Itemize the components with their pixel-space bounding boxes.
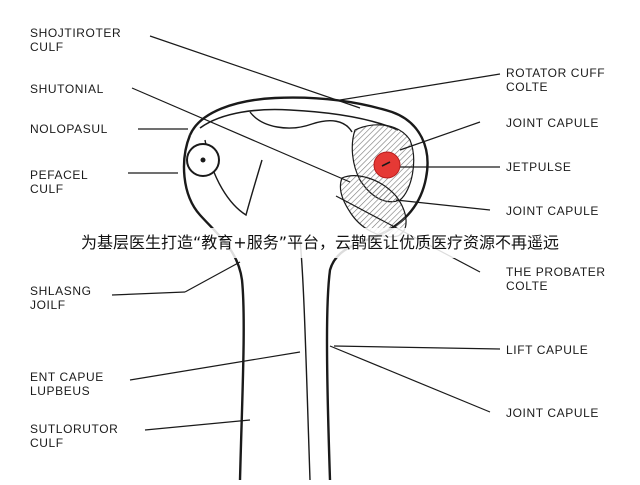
label-joint-capule-1: JOINT CAPULE — [506, 116, 599, 130]
leader-rotator-cuff — [339, 73, 501, 101]
humerus-outline — [188, 96, 429, 481]
head-inner-contour — [199, 108, 399, 131]
label-joint-capule-3: JOINT CAPULE — [506, 406, 599, 420]
leader-shutonial — [131, 87, 351, 183]
label-sutlorutor-culf: SUTLORUTOR CULF — [30, 422, 119, 450]
inner-cortex-line — [299, 239, 311, 481]
label-probater-colte: THE PROBATER COLTE — [506, 265, 606, 293]
label-shlasng-joilf: SHLASNG JOILF — [30, 284, 92, 312]
label-ent-capue: ENT CAPUE LUPBEUS — [30, 370, 104, 398]
leader-shlasng — [111, 291, 186, 296]
leader-shojtiroter — [149, 35, 361, 109]
label-shutonial: SHUTONIAL — [30, 82, 104, 96]
overlay-banner-text: 为基层医生打造“教育+服务”平台，云鹊医让优质医疗资源不再遥远 — [0, 228, 640, 258]
head-curve — [249, 111, 353, 133]
humerus-left-edge — [182, 134, 245, 481]
red-circle-marker-icon — [373, 151, 401, 179]
small-joint-dot — [200, 157, 206, 163]
label-lift-capule: LIFT CAPULE — [506, 343, 589, 357]
marker-tick — [381, 161, 391, 167]
leader-joint-capule-2 — [395, 199, 491, 211]
label-nolopasul: NOLOPASUL — [30, 122, 108, 136]
label-jetpulse: JETPULSE — [506, 160, 572, 174]
leader-ent-capue — [129, 351, 301, 381]
leader-shlasng-2 — [184, 261, 241, 293]
label-rotator-cuff: ROTATOR CUFF COLTE — [506, 66, 606, 94]
leader-joint-capule-1 — [399, 121, 481, 151]
leader-sutlorutor — [144, 419, 251, 431]
label-pefacel-culf: PEFACEL CULF — [30, 168, 89, 196]
label-shojtiroter-cuff: SHOJTIROTER CULF — [30, 26, 122, 54]
leader-lift-capule — [333, 345, 501, 350]
label-joint-capule-2: JOINT CAPULE — [506, 204, 599, 218]
leader-joint-capule-3 — [329, 345, 491, 413]
